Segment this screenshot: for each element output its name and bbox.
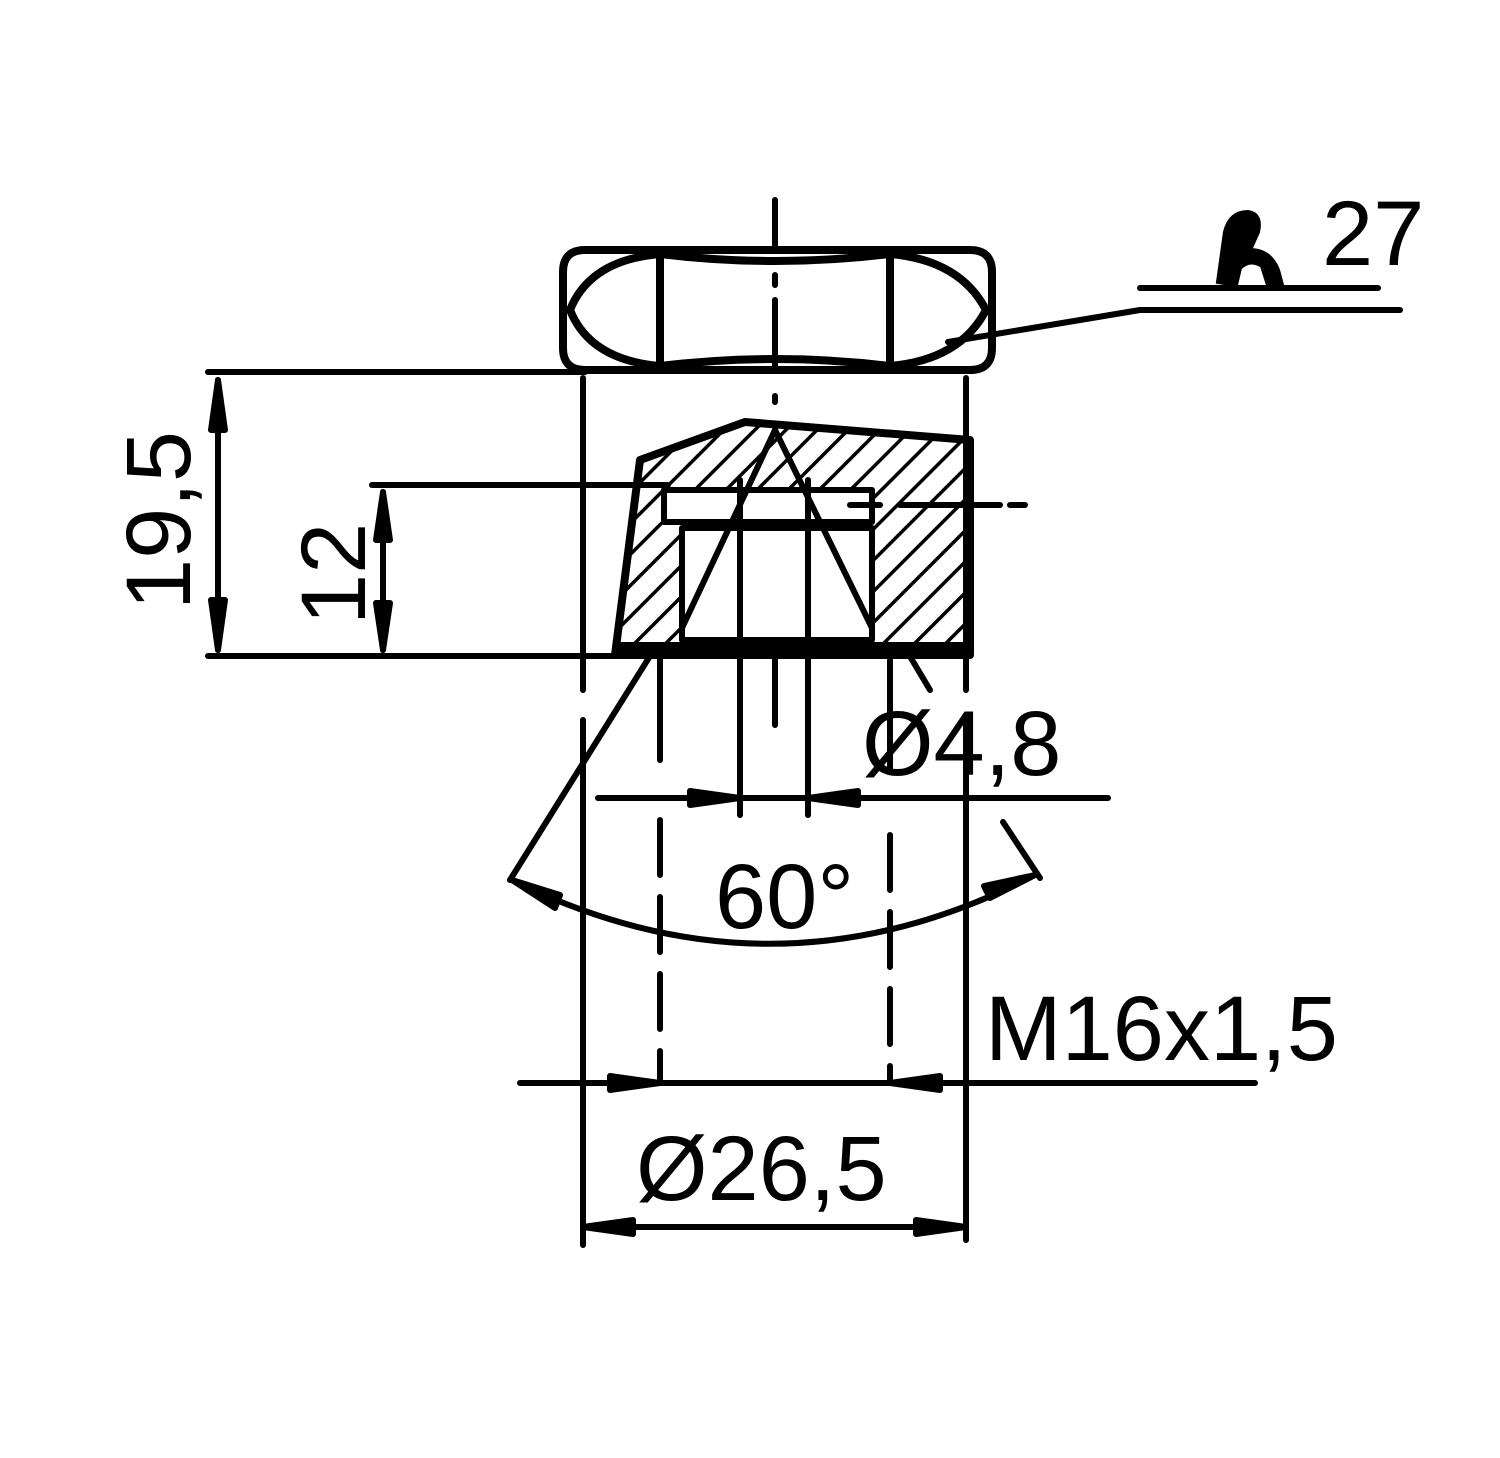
- dimension-bore: [595, 788, 1111, 808]
- outer-diameter-label: Ø26,5: [636, 1118, 887, 1220]
- wrench-icon: [1215, 209, 1285, 288]
- dimension-angle: [509, 872, 1038, 947]
- dimension-12: [369, 482, 671, 653]
- dimension-19-5: [205, 369, 623, 659]
- thread-hidden-lines: [657, 817, 893, 1085]
- wrench-size-label: 27: [1322, 183, 1424, 285]
- extension-lines: [580, 375, 969, 1248]
- bore-diameter-label: Ø4,8: [862, 693, 1061, 795]
- wrench-leader: [945, 285, 1403, 345]
- height-inner-label: 12: [283, 523, 385, 625]
- hex-nut: [559, 246, 996, 374]
- hatched-section: [611, 418, 974, 659]
- thread-label: M16x1,5: [985, 978, 1338, 1080]
- height-total-label: 19,5: [108, 431, 210, 610]
- dimension-outer-diameter: [580, 1217, 969, 1237]
- cone-angle-label: 60°: [715, 846, 854, 948]
- dimension-thread: [517, 1073, 1258, 1093]
